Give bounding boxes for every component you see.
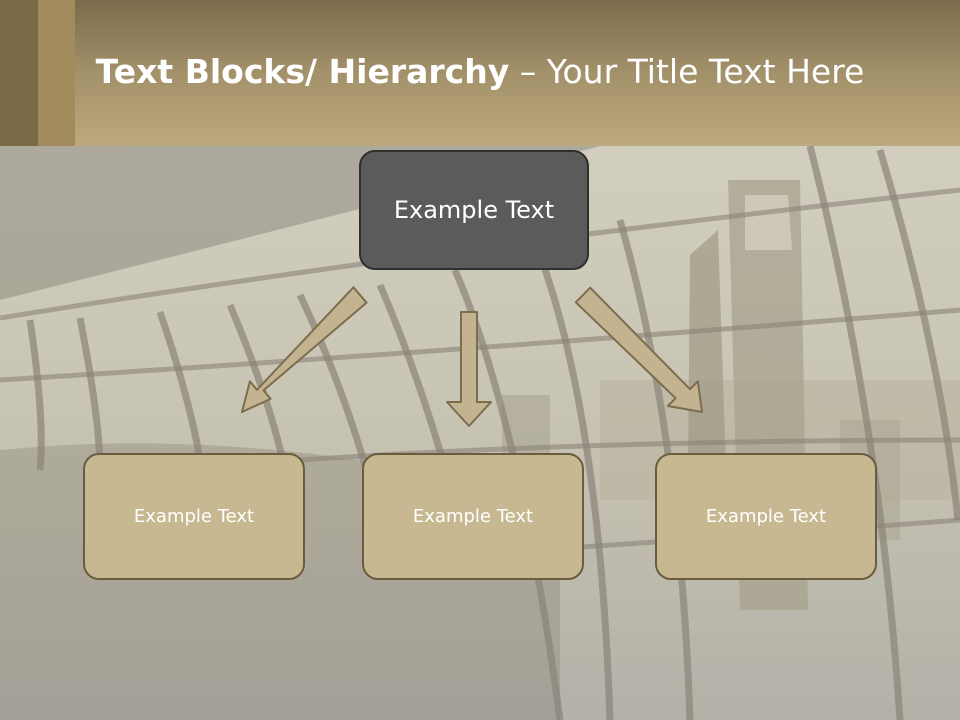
top-box[interactable]: Example Text — [359, 150, 589, 270]
arrow-left — [241, 286, 368, 413]
title-bar: Text Blocks/ Hierarchy – Your Title Text… — [0, 0, 960, 146]
arrow-center — [446, 311, 492, 427]
slide-title: Text Blocks/ Hierarchy – Your Title Text… — [0, 52, 960, 91]
child-box-label: Example Text — [412, 506, 534, 527]
slide-title-rest: – Your Title Text Here — [509, 52, 865, 91]
child-box-center[interactable]: Example Text — [362, 453, 584, 580]
top-box-label: Example Text — [393, 196, 555, 224]
title-bar-accent-light — [38, 0, 75, 146]
child-box-left[interactable]: Example Text — [83, 453, 305, 580]
child-box-right[interactable]: Example Text — [655, 453, 877, 580]
title-bar-accent-dark — [0, 0, 38, 146]
slide-title-bold: Text Blocks/ Hierarchy — [95, 52, 510, 91]
child-box-label: Example Text — [133, 506, 255, 527]
child-box-label: Example Text — [705, 506, 827, 527]
arrow-right — [574, 286, 703, 413]
